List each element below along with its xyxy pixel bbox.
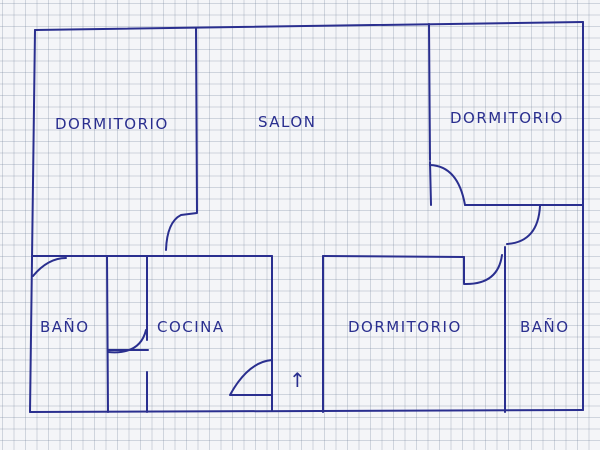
door-dormitorio-bottom <box>463 254 503 286</box>
interior-walls <box>31 23 584 413</box>
outer-walls <box>29 21 584 413</box>
door-swings <box>32 164 541 396</box>
entrance-arrow-icon: ↑ <box>289 368 306 392</box>
door-bano-left <box>32 257 67 277</box>
room-label-salon: SALON <box>258 113 317 131</box>
door-bano-right <box>506 205 541 245</box>
room-label-cocina: COCINA <box>157 318 225 336</box>
room-label-dormitorio-top-right: DORMITORIO <box>450 109 564 127</box>
room-label-bano-right: BAÑO <box>520 318 570 336</box>
door-entrance <box>229 359 273 396</box>
door-dormitorio-top <box>429 164 466 206</box>
room-label-dormitorio-top-left: DORMITORIO <box>55 115 169 133</box>
room-label-dormitorio-bottom: DORMITORIO <box>348 318 462 336</box>
door-salon-kitchen <box>165 212 198 251</box>
room-label-bano-left: BAÑO <box>40 318 90 336</box>
door-cocina-pantry-arc <box>107 329 147 354</box>
